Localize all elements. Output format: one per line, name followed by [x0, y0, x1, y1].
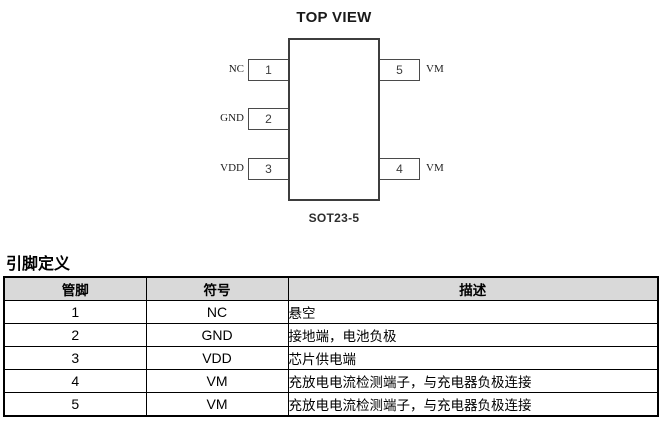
cell-symbol: NC [145, 300, 289, 324]
table-row: 4 VM 充放电电流检测端子，与充电器负极连接 [3, 369, 659, 393]
cell-desc: 充放电电流检测端子，与充电器负极连接 [287, 392, 659, 417]
pin-number-3: 3 [265, 162, 272, 176]
cell-pin: 4 [3, 369, 147, 393]
cell-desc: 接地端，电池负极 [287, 323, 659, 347]
pin-box-5: 5 [379, 59, 420, 81]
header-desc: 描述 [287, 276, 659, 301]
cell-desc: 悬空 [287, 300, 659, 324]
cell-desc: 充放电电流检测端子，与充电器负极连接 [287, 369, 659, 393]
cell-symbol: VM [145, 369, 289, 393]
pin-box-3: 3 [248, 158, 289, 180]
pin-box-2: 2 [248, 108, 289, 130]
header-symbol: 符号 [145, 276, 289, 301]
package-label: SOT23-5 [308, 211, 360, 225]
pin-label-nc: NC [228, 63, 244, 75]
pin-definition-table: 管脚 符号 描述 1 NC 悬空 2 GND 接地端，电池负极 3 VDD 芯片… [3, 276, 659, 417]
table-row: 5 VM 充放电电流检测端子，与充电器负极连接 [3, 392, 659, 417]
cell-pin: 5 [3, 392, 147, 417]
pin-label-vm-top: VM [426, 63, 444, 75]
pin-label-gnd: GND [220, 112, 244, 124]
table-row: 1 NC 悬空 [3, 300, 659, 324]
table-row: 3 VDD 芯片供电端 [3, 346, 659, 370]
pin-number-1: 1 [265, 63, 272, 77]
cell-pin: 3 [3, 346, 147, 370]
pin-box-4: 4 [379, 158, 420, 180]
table-header-row: 管脚 符号 描述 [3, 276, 659, 301]
pin-label-vdd: VDD [220, 162, 244, 174]
table-row: 2 GND 接地端，电池负极 [3, 323, 659, 347]
section-title-pin-definitions: 引脚定义 [6, 256, 71, 273]
header-pin: 管脚 [3, 276, 147, 301]
pin-number-4: 4 [396, 162, 403, 176]
pin-number-2: 2 [265, 112, 272, 126]
cell-pin: 1 [3, 300, 147, 324]
cell-symbol: GND [145, 323, 289, 347]
pin-number-5: 5 [396, 63, 403, 77]
cell-symbol: VM [145, 392, 289, 417]
chip-body [288, 38, 380, 201]
cell-pin: 2 [3, 323, 147, 347]
diagram-title: TOP VIEW [296, 9, 372, 26]
cell-symbol: VDD [145, 346, 289, 370]
cell-desc: 芯片供电端 [287, 346, 659, 370]
pin-box-1: 1 [248, 59, 289, 81]
pin-label-vm-bottom: VM [426, 162, 444, 174]
